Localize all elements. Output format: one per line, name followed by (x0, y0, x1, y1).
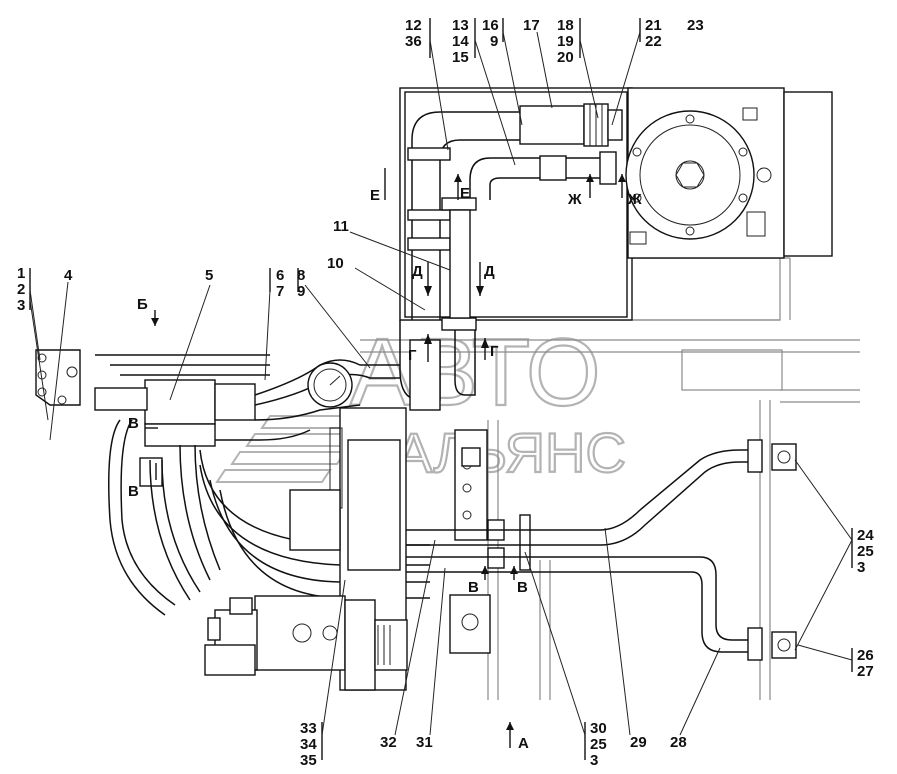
section-e-right: Е (460, 185, 470, 202)
callout-3b: 3 (857, 559, 865, 576)
callout-7: 7 (276, 283, 284, 300)
section-zh-left: Ж (567, 191, 582, 208)
section-v-mid-left: В (468, 579, 479, 596)
callout-26: 26 (857, 647, 874, 664)
tank-pipes (399, 103, 623, 411)
callout-18: 18 (557, 17, 574, 34)
callout-11: 11 (333, 218, 349, 235)
callout-4: 4 (64, 267, 73, 284)
callout-32: 32 (380, 734, 397, 751)
callout-2: 2 (17, 281, 25, 298)
section-b-view: Б (137, 296, 148, 313)
callout-22: 22 (645, 33, 662, 50)
callout-5: 5 (205, 267, 213, 284)
callout-19: 19 (557, 33, 574, 50)
callout-33: 33 (300, 720, 317, 737)
section-e-left: Е (370, 187, 380, 204)
callout-8: 8 (297, 267, 305, 284)
section-v-lower: В (128, 483, 139, 500)
section-a-view: А (518, 735, 529, 752)
callout-23: 23 (687, 17, 704, 34)
section-g-left: Г (408, 347, 417, 364)
section-d-right: Д (484, 263, 495, 280)
callout-35: 35 (300, 752, 317, 769)
callout-16: 16 (482, 17, 499, 34)
leader-lines (29, 18, 853, 760)
callout-14: 14 (452, 33, 469, 50)
callout-25: 25 (857, 543, 874, 560)
callout-24: 24 (857, 527, 874, 544)
callout-25b: 25 (590, 736, 607, 753)
callout-31: 31 (416, 734, 433, 751)
callout-30: 30 (590, 720, 607, 737)
section-d-left: Д (412, 263, 423, 280)
callout-10: 10 (327, 255, 344, 272)
callout-15: 15 (452, 49, 469, 66)
pump-unit (204, 407, 408, 691)
section-zh-right: Ж (627, 191, 642, 208)
callout-13: 13 (452, 17, 469, 34)
valve-block (449, 429, 531, 654)
callout-3c: 3 (590, 752, 598, 769)
callout-17: 17 (523, 17, 540, 34)
callout-20: 20 (557, 49, 574, 66)
callout-12: 12 (405, 17, 422, 34)
section-v-upper: В (128, 415, 139, 432)
callout-3: 3 (17, 297, 25, 314)
callout-27: 27 (857, 663, 874, 680)
callout-28: 28 (670, 734, 687, 751)
callout-9b: 9 (490, 33, 498, 50)
callout-9: 9 (297, 283, 305, 300)
callout-34: 34 (300, 736, 317, 753)
callout-21: 21 (645, 17, 662, 34)
section-g-right: Г (490, 343, 499, 360)
section-markers: Е Е Ж Ж Д Д Г Г Б В В В В (128, 168, 642, 752)
callout-6: 6 (276, 267, 284, 284)
section-v-mid-right: В (517, 579, 528, 596)
control-valve-assembly (35, 349, 400, 487)
watermark-line2: АЛЬЯНС (395, 421, 626, 484)
main-hoses-left (108, 419, 430, 616)
callout-29: 29 (630, 734, 647, 751)
callout-1: 1 (17, 265, 25, 282)
main-hoses-right (406, 439, 797, 661)
callout-labels: 1 2 3 4 5 6 7 8 9 10 11 12 36 13 14 15 1… (17, 17, 874, 769)
callout-36: 36 (405, 33, 422, 50)
